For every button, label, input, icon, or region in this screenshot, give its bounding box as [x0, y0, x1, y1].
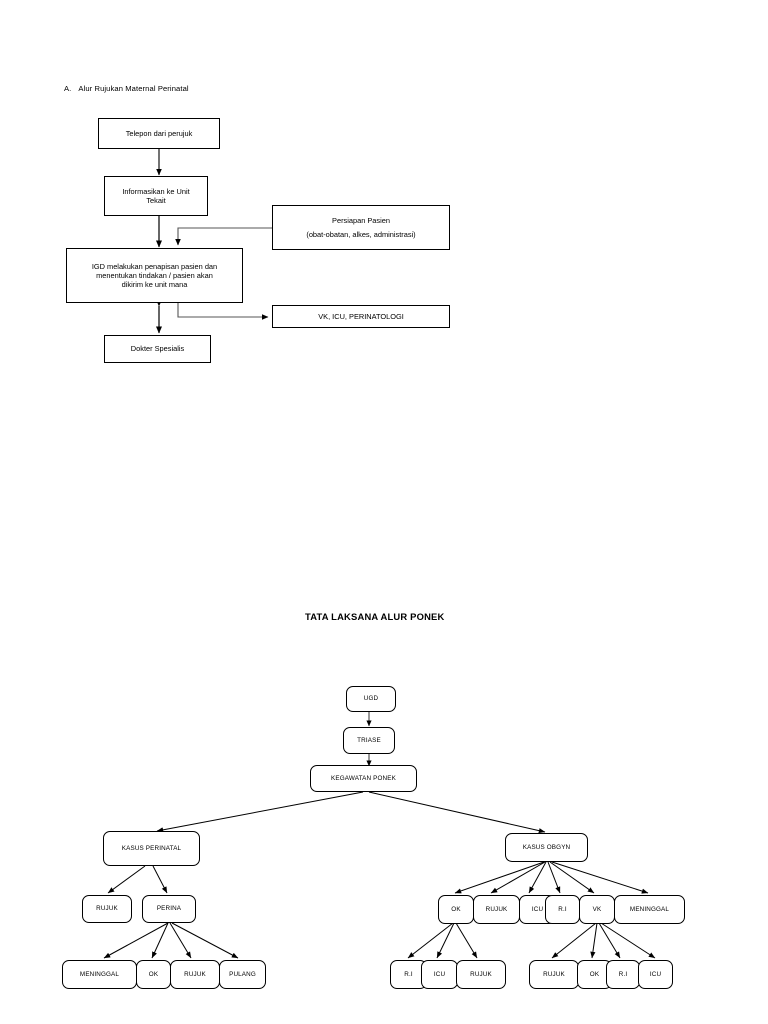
node-ok-icu[interactable]: ICU: [421, 960, 458, 989]
arrow-ok-to-ri: [407, 922, 454, 959]
node-persiapan-pasien[interactable]: Persiapan Pasien (obat-obatan, alkes, ad…: [272, 205, 450, 250]
arrow-perina-to-meninggal: [103, 922, 169, 959]
node-vk-rujuk[interactable]: RUJUK: [529, 960, 579, 989]
node-ok-ri[interactable]: R.I: [390, 960, 427, 989]
arrow-vk-to-ok: [590, 922, 598, 959]
node-vk-icu[interactable]: ICU: [638, 960, 673, 989]
node-vk-ri[interactable]: R.I: [606, 960, 640, 989]
arrow-perinatal-to-perina: [152, 865, 168, 894]
arrow-obgyn-to-vk: [549, 861, 595, 894]
node-perina-ok[interactable]: OK: [136, 960, 171, 989]
arrow-obgyn-to-meninggal: [551, 861, 649, 894]
arrow-vk-to-icu: [600, 922, 656, 959]
arrow-kegawatan-to-kasus-perinatal: [156, 791, 364, 833]
node-obgyn-rujuk[interactable]: RUJUK: [473, 895, 520, 924]
node-kasus-perinatal[interactable]: KASUS PERINATAL: [103, 831, 200, 866]
arrow-igd-to-unit-tujuan: [177, 303, 269, 320]
node-perina-pulang[interactable]: PULANG: [219, 960, 266, 989]
node-obgyn-ok[interactable]: OK: [438, 895, 474, 924]
arrow-perina-to-ok: [151, 922, 169, 959]
arrow-perinatal-to-rujuk: [107, 865, 146, 894]
arrow-vk-to-ri: [598, 922, 621, 959]
node-perina-meninggal[interactable]: MENINGGAL: [62, 960, 137, 989]
node-telepon-dari-perujuk[interactable]: Telepon dari perujuk: [98, 118, 220, 149]
node-perina-rujuk[interactable]: RUJUK: [170, 960, 220, 989]
node-kasus-obgyn[interactable]: KASUS OBGYN: [505, 833, 588, 862]
arrow-persiapan-to-igd: [175, 227, 272, 246]
node-kegawatan-ponek[interactable]: KEGAWATAN PONEK: [310, 765, 417, 792]
node-obgyn-vk[interactable]: VK: [579, 895, 615, 924]
node-igd-penapisan[interactable]: IGD melakukan penapisan pasien dan menen…: [66, 248, 243, 303]
node-triase[interactable]: TRIASE: [343, 727, 395, 754]
arrow-kegawatan-to-kasus-obgyn: [368, 791, 546, 834]
node-vk-icu-perinatologi[interactable]: VK, ICU, PERINATOLOGI: [272, 305, 450, 328]
arrow-obgyn-to-ri: [547, 861, 561, 894]
node-obgyn-ri[interactable]: R.I: [545, 895, 580, 924]
node-obgyn-meninggal[interactable]: MENINGGAL: [614, 895, 685, 924]
arrow-perina-to-pulang: [171, 922, 239, 959]
node-perina[interactable]: PERINA: [142, 895, 196, 923]
section-a-title: Alur Rujukan Maternal Perinatal: [78, 84, 189, 93]
page-title-tata-laksana: TATA LAKSANA ALUR PONEK: [305, 611, 445, 622]
arrow-obgyn-to-rujuk: [490, 861, 546, 894]
section-a-marker: A.: [64, 84, 72, 93]
node-informasikan-ke-unit-tekait[interactable]: Informasikan ke Unit Tekait: [104, 176, 208, 216]
arrow-vk-to-rujuk: [551, 922, 597, 959]
node-ugd[interactable]: UGD: [346, 686, 396, 712]
section-a-heading: A. Alur Rujukan Maternal Perinatal: [64, 84, 189, 93]
node-ok-rujuk[interactable]: RUJUK: [456, 960, 506, 989]
arrow-obgyn-to-icu: [528, 861, 547, 894]
arrow-ok-to-rujuk: [455, 922, 478, 959]
arrow-ok-to-icu: [436, 922, 455, 959]
arrow-perina-to-rujuk: [169, 922, 192, 959]
node-dokter-spesialis[interactable]: Dokter Spesialis: [104, 335, 211, 363]
arrow-obgyn-to-ok: [454, 861, 545, 894]
node-perinatal-rujuk[interactable]: RUJUK: [82, 895, 132, 923]
